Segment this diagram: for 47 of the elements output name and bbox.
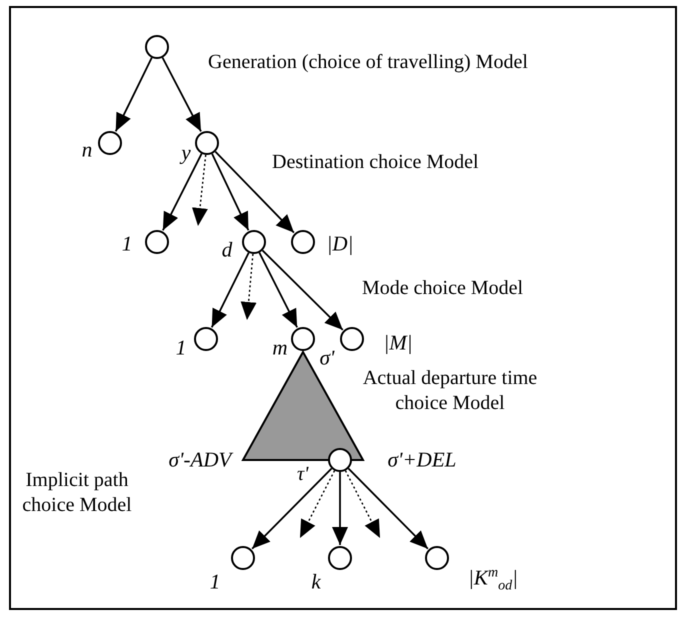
circle-node <box>425 546 449 570</box>
model-label: Implicit path choice Model <box>21 468 133 518</box>
model-label: Mode choice Model <box>362 276 524 301</box>
arrow <box>332 472 348 545</box>
node-label: |K$^{m}$$_{od}$| <box>468 566 518 594</box>
node-label: k <box>311 572 321 592</box>
model-label: Generation (choice of travelling) Model <box>208 50 529 75</box>
node-label: σ'+DEL <box>388 450 456 470</box>
node-label: d <box>222 240 232 260</box>
circle-node <box>242 230 266 254</box>
circle-node <box>291 230 315 254</box>
node-label: 1 <box>210 572 220 592</box>
arrow <box>252 468 332 550</box>
model-label: Destination choice Model <box>272 150 480 175</box>
arrow <box>262 250 344 330</box>
arrow <box>240 254 257 320</box>
arrow <box>211 153 250 231</box>
node-label: 1 <box>122 234 132 254</box>
arrow <box>192 154 208 226</box>
arrow <box>114 57 153 132</box>
node-label: n <box>82 140 92 160</box>
arrow <box>344 470 381 538</box>
node-label: 1 <box>176 338 186 358</box>
node-label: y <box>181 142 191 164</box>
circle-node <box>145 230 169 254</box>
circle-node <box>291 327 315 351</box>
node-label: |D| <box>326 234 354 254</box>
arrow <box>299 470 336 538</box>
arrow <box>214 150 295 234</box>
circle-node <box>145 35 169 59</box>
node-label: m <box>272 338 288 358</box>
circle-node <box>340 327 364 351</box>
node-label: |M| <box>383 332 413 354</box>
arrow <box>162 153 202 231</box>
circle-node <box>98 131 122 155</box>
circle-node <box>328 546 352 570</box>
arrow <box>258 252 298 328</box>
model-label: τ' <box>297 462 310 487</box>
model-label: Actual departure time choice Model <box>362 366 538 416</box>
circle-node <box>231 546 255 570</box>
circle-node <box>194 327 218 351</box>
node-label: σ' <box>320 348 334 368</box>
arrow <box>210 252 250 328</box>
arrow <box>162 57 202 132</box>
circle-node <box>195 131 219 155</box>
node-label: σ'-ADV <box>168 450 232 470</box>
arrow <box>348 468 428 550</box>
